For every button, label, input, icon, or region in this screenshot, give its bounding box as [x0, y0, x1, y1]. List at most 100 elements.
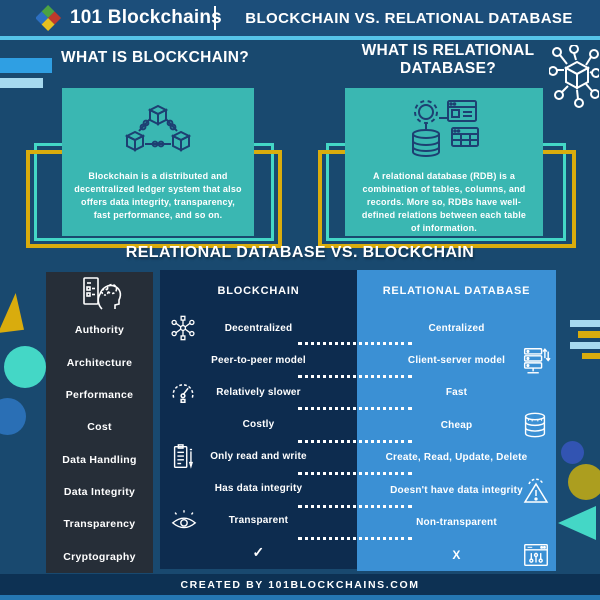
table-row: X — [357, 539, 556, 571]
blockchain-description: Blockchain is a distributed and decentra… — [74, 171, 242, 221]
relational-column: RELATIONAL DATABASE Centralized Client-s… — [357, 270, 556, 571]
decor-blue-circle-right — [561, 441, 584, 464]
eye-icon — [169, 508, 199, 534]
logo: 101 Blockchains — [36, 5, 222, 31]
decor-olive-circle — [568, 464, 600, 500]
speedometer-icon — [169, 378, 197, 406]
table-row: Doesn't have data integrity — [357, 474, 556, 506]
attribute-label: Data Integrity — [63, 486, 136, 499]
linked-cubes-icon — [117, 100, 199, 160]
blockchain-value: Has data integrity — [214, 483, 303, 495]
blockchain-value: Decentralized — [224, 322, 293, 334]
row-separator — [298, 505, 412, 508]
comparison-title: RELATIONAL DATABASE VS. BLOCKCHAIN — [125, 244, 475, 261]
table-row: Fast — [357, 377, 556, 409]
table-row: Data Integrity — [46, 476, 153, 508]
relational-value: Create, Read, Update, Delete — [385, 452, 528, 464]
decor-stripe-yellow — [582, 353, 600, 359]
table-row: Decentralized — [160, 312, 357, 344]
relational-value: Centralized — [428, 322, 485, 334]
logo-diamonds-icon — [36, 5, 62, 31]
table-row: Architecture — [46, 346, 153, 378]
table-row: ✓ — [160, 537, 357, 569]
attribute-label: Cryptography — [63, 550, 136, 563]
check-mark: ✓ — [252, 544, 265, 561]
blockchain-card: Blockchain is a distributed and decentra… — [62, 88, 254, 236]
footer-credit: CREATED BY 101BLOCKCHAINS.COM — [180, 578, 420, 591]
blockchain-section-heading: WHAT IS BLOCKCHAIN? — [61, 49, 249, 66]
decor-stripe-lightblue — [570, 342, 600, 349]
table-row: Peer-to-peer model — [160, 344, 357, 376]
table-row: Relatively slower — [160, 376, 357, 408]
decor-teal-triangle — [558, 506, 596, 540]
blockchain-column-header: BLOCKCHAIN — [217, 285, 300, 297]
relational-card: A relational database (RDB) is a combina… — [345, 88, 543, 236]
blockchain-value: Relatively slower — [216, 386, 301, 398]
blockchain-value: Transparent — [228, 515, 289, 527]
blockchain-value: Peer-to-peer model — [211, 354, 306, 366]
window-circuit-icon — [521, 541, 551, 569]
relational-value: Non-transparent — [416, 516, 497, 528]
footer-bottom-stripe — [0, 595, 600, 600]
relational-description: A relational database (RDB) is a combina… — [361, 171, 527, 234]
attribute-label: Architecture — [66, 356, 133, 369]
table-row: Costly — [160, 408, 357, 440]
relational-value: Doesn't have data integrity — [390, 484, 523, 496]
attribute-label: Authority — [74, 324, 125, 337]
table-row: Cost — [46, 411, 153, 443]
decor-yellow-triangle — [0, 293, 24, 333]
table-row: Authority — [46, 314, 153, 346]
logo-text: 101 Blockchains — [70, 7, 222, 28]
decor-blue-bar — [0, 58, 52, 73]
relational-value: Fast — [445, 387, 468, 399]
relational-value: Client-server model — [407, 355, 506, 367]
header-divider — [214, 6, 216, 30]
row-separator — [298, 375, 412, 378]
row-separator — [298, 472, 412, 475]
blockchain-value: Costly — [242, 418, 275, 430]
header-underline — [0, 36, 600, 40]
decor-stripe-lightblue — [570, 320, 600, 327]
table-row: Transparency — [46, 508, 153, 540]
blockchain-column: BLOCKCHAIN Decentralized Peer-to-peer mo… — [160, 270, 357, 569]
table-row: Performance — [46, 379, 153, 411]
table-row: Transparent — [160, 505, 357, 537]
warning-gear-icon — [521, 475, 551, 505]
decor-blue-circle-left — [0, 398, 26, 435]
cross-mark: X — [452, 547, 461, 562]
database-gear-icon — [402, 96, 486, 164]
attribute-label: Transparency — [63, 518, 136, 531]
attribute-label: Data Handling — [62, 453, 137, 466]
decentralized-network-icon — [169, 314, 197, 342]
decor-stripe-yellow — [578, 331, 600, 338]
decor-lightblue-bar — [0, 78, 43, 88]
decor-teal-circle — [4, 346, 46, 388]
row-separator — [298, 537, 412, 540]
head-with-gears-icon — [46, 272, 153, 314]
table-row: Has data integrity — [160, 473, 357, 505]
server-stack-icon — [519, 346, 551, 376]
table-row: Cheap — [357, 409, 556, 441]
table-row: Non-transparent — [357, 506, 556, 538]
table-row: Only read and write — [160, 441, 357, 473]
table-row: Cryptography — [46, 541, 153, 573]
relational-value: Cheap — [440, 419, 473, 431]
attribute-column: Authority Architecture Performance Cost … — [46, 272, 153, 573]
coins-icon — [519, 410, 551, 440]
attribute-label: Cost — [87, 421, 112, 434]
table-row: Client-server model — [357, 344, 556, 376]
clipboard-pen-icon — [169, 443, 197, 471]
blockchain-value: Only read and write — [210, 451, 307, 463]
table-row: Create, Read, Update, Delete — [357, 442, 556, 474]
footer-bar: CREATED BY 101BLOCKCHAINS.COM — [0, 574, 600, 595]
header-bar: 101 Blockchains — [0, 0, 600, 36]
relational-column-header: RELATIONAL DATABASE — [382, 285, 531, 297]
relational-section-heading: WHAT IS RELATIONAL DATABASE? — [361, 42, 535, 77]
table-row: Centralized — [357, 312, 556, 344]
row-separator — [298, 440, 412, 443]
row-separator — [298, 407, 412, 410]
table-row: Data Handling — [46, 444, 153, 476]
row-separator — [298, 342, 412, 345]
network-cube-icon — [549, 45, 599, 109]
